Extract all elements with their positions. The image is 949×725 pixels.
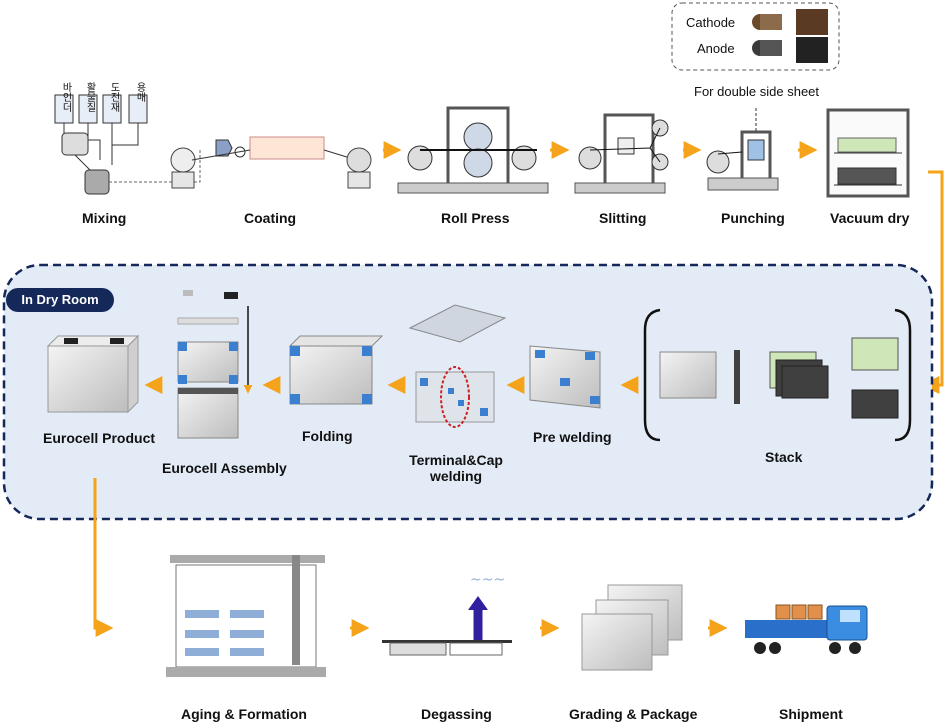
folding-illustration [288, 335, 384, 405]
step-degassing: Degassing [421, 706, 492, 722]
grading-package-illustration [581, 584, 683, 671]
dry-room-badge: In Dry Room [6, 288, 114, 312]
eurocell-product-illustration [46, 334, 140, 414]
coating-illustration [170, 136, 372, 189]
vacuum-dry-illustration [826, 108, 910, 198]
step-grading-package: Grading & Package [569, 706, 698, 722]
terminal-cap-line-1: Terminal&Cap [409, 452, 503, 468]
truck-illustration [745, 604, 868, 654]
step-folding: Folding [302, 428, 353, 444]
mixing-container-4: 용매 [134, 82, 145, 102]
svg-text:~~~: ~~~ [470, 572, 505, 588]
mixing-container-3: 도전재 [108, 82, 119, 112]
legend-caption: For double side sheet [694, 84, 820, 99]
mixing-container-2: 활물질 [84, 82, 95, 112]
step-coating: Coating [244, 210, 297, 226]
step-mixing: Mixing [82, 210, 127, 226]
mixing-illustration [54, 94, 201, 195]
step-punching: Punching [721, 210, 785, 226]
stack-illustration [643, 308, 912, 442]
step-pre-welding: Pre welding [533, 429, 612, 445]
pre-welding-illustration [529, 345, 601, 409]
mixing-container-1: 바인더 [60, 82, 71, 112]
roll-press-illustration [397, 106, 549, 194]
aging-formation-illustration [166, 555, 326, 677]
step-vacuum-dry: Vacuum dry [830, 210, 910, 226]
top-flow-arrows [383, 141, 944, 394]
legend-anode-label: Anode [697, 41, 735, 56]
dry-room-flow-arrows [93, 376, 639, 637]
eurocell-assembly-illustration [177, 290, 253, 439]
step-slitting: Slitting [599, 210, 647, 226]
terminal-cap-line-2: welding [429, 468, 483, 484]
step-eurocell-product: Eurocell Product [43, 430, 156, 446]
step-eurocell-assembly: Eurocell Assembly [162, 460, 287, 476]
terminal-cap-welding-illustration [408, 304, 507, 428]
legend-box [671, 2, 840, 71]
step-roll-press: Roll Press [441, 210, 510, 226]
step-stack: Stack [765, 449, 803, 465]
step-aging-formation: Aging & Formation [181, 706, 307, 722]
degassing-illustration: ~~~ [382, 572, 512, 656]
step-terminal-cap-welding: Terminal&Cap welding [404, 452, 508, 484]
step-shipment: Shipment [779, 706, 843, 722]
punching-illustration [706, 108, 779, 191]
legend-cathode-label: Cathode [686, 15, 736, 30]
slitting-illustration [574, 113, 669, 194]
